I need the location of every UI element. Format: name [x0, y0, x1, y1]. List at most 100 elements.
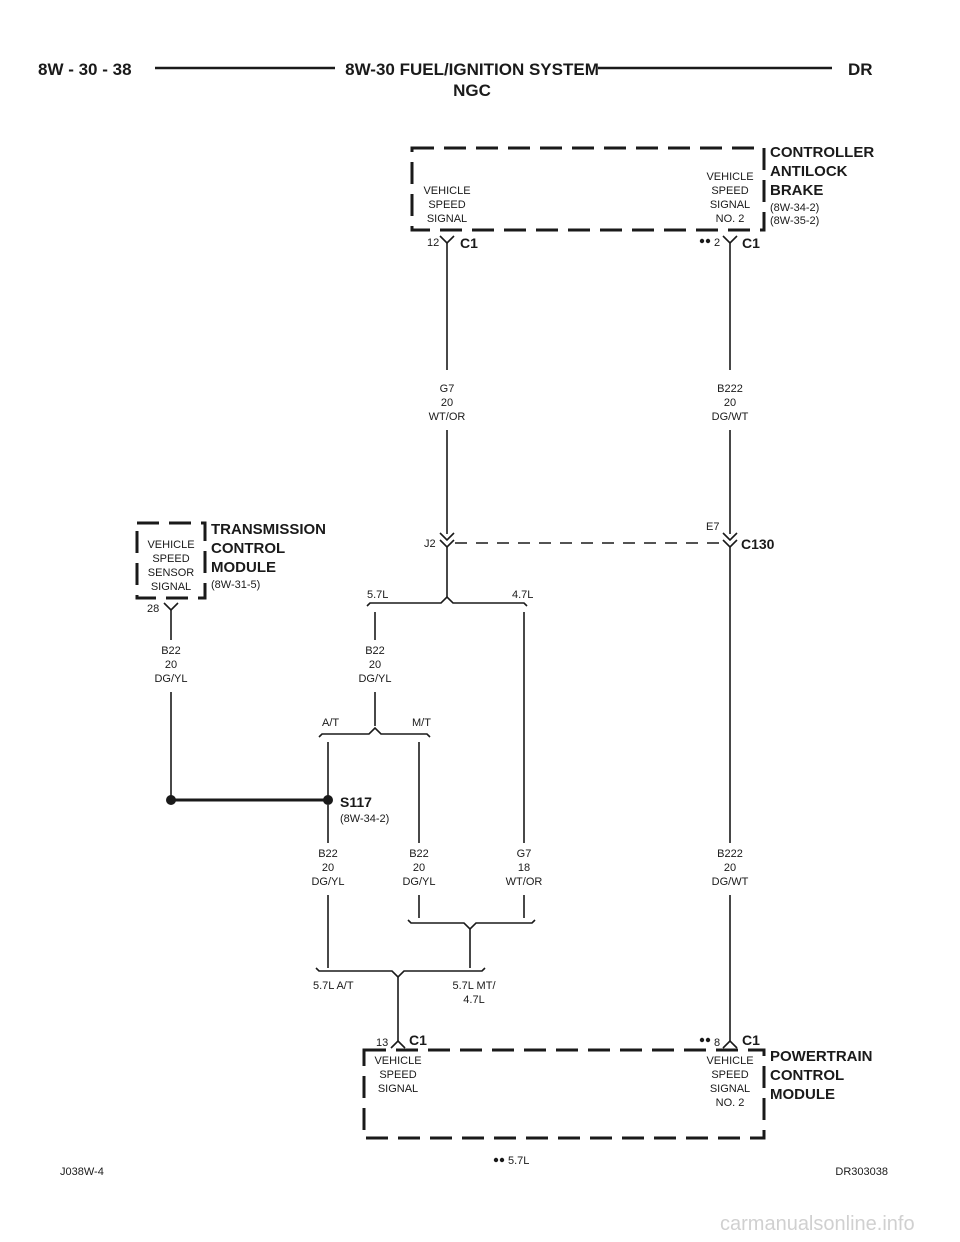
- pcm-pin-8: 8: [714, 1037, 720, 1049]
- merge-pcm: [315, 967, 486, 979]
- branch-transmission: [318, 726, 431, 738]
- svg-text:POWERTRAIN: POWERTRAIN: [770, 1048, 873, 1065]
- tcm-box: [135, 521, 207, 600]
- svg-text:SPEED: SPEED: [711, 185, 748, 197]
- svg-text:(8W-34-2): (8W-34-2): [770, 202, 819, 214]
- branch-5-7l-a-t: 5.7L A/T: [313, 980, 354, 992]
- splice-dot-icon: [323, 795, 333, 805]
- branch-4-7l: 4.7L: [512, 589, 533, 601]
- svg-text:DG/YL: DG/YL: [402, 876, 435, 888]
- svg-text:SPEED: SPEED: [379, 1069, 416, 1081]
- pcm-pin-13: 13: [376, 1037, 388, 1049]
- wire-b22-tcm-label: B22 20 DG/YL: [154, 645, 187, 685]
- svg-text:(8W-31-5): (8W-31-5): [211, 579, 260, 591]
- footer-center: 5.7L: [508, 1155, 529, 1167]
- double-dot-icon: [699, 238, 711, 244]
- abs-pin-right-label: VEHICLE SPEED SIGNAL NO. 2: [706, 171, 753, 225]
- svg-text:VEHICLE: VEHICLE: [706, 1055, 753, 1067]
- double-dot-icon: [493, 1157, 505, 1163]
- pcm-pin-left-label: VEHICLE SPEED SIGNAL: [374, 1055, 421, 1095]
- svg-text:MODULE: MODULE: [211, 559, 276, 576]
- abs-pin-12: 12: [427, 237, 439, 249]
- svg-text:G7: G7: [440, 383, 455, 395]
- pin-terminal-icon: [163, 602, 179, 612]
- svg-text:20: 20: [165, 659, 177, 671]
- svg-text:CONTROLLER: CONTROLLER: [770, 144, 874, 161]
- connector-terminal-icon: [439, 532, 455, 549]
- tcm-pin-label: VEHICLE SPEED SENSOR SIGNAL: [147, 539, 194, 593]
- connector-terminal-icon: [722, 532, 738, 549]
- svg-text:BRAKE: BRAKE: [770, 182, 823, 199]
- connector-c130-label: C130: [741, 536, 775, 552]
- svg-text:VEHICLE: VEHICLE: [147, 539, 194, 551]
- abs-pin-2: 2: [714, 237, 720, 249]
- svg-text:ANTILOCK: ANTILOCK: [770, 163, 848, 180]
- svg-text:DG/YL: DG/YL: [358, 673, 391, 685]
- svg-text:DG/WT: DG/WT: [712, 876, 749, 888]
- branch-m-t: M/T: [412, 717, 431, 729]
- svg-text:WT/OR: WT/OR: [506, 876, 543, 888]
- svg-text:SPEED: SPEED: [428, 199, 465, 211]
- svg-text:VEHICLE: VEHICLE: [374, 1055, 421, 1067]
- abs-pin-left-label: VEHICLE SPEED SIGNAL: [423, 185, 470, 225]
- footer-left: J038W-4: [60, 1166, 104, 1178]
- branch-4-7l-bottom: 4.7L: [463, 994, 484, 1006]
- branch-5-7l: 5.7L: [367, 589, 388, 601]
- pcm-box: [362, 1048, 766, 1140]
- svg-text:B22: B22: [409, 848, 429, 860]
- svg-text:SIGNAL: SIGNAL: [151, 581, 191, 593]
- footer-right: DR303038: [835, 1166, 888, 1178]
- svg-text:SPEED: SPEED: [711, 1069, 748, 1081]
- svg-text:MODULE: MODULE: [770, 1086, 835, 1103]
- svg-text:20: 20: [369, 659, 381, 671]
- branch-5-7l-mt: 5.7L MT/: [453, 980, 497, 992]
- svg-text:VEHICLE: VEHICLE: [706, 171, 753, 183]
- wire-b22-mt-label: B22 20 DG/YL: [402, 848, 435, 888]
- watermark: carmanualsonline.info: [720, 1213, 915, 1235]
- page-title: 8W-30 FUEL/IGNITION SYSTEM: [345, 60, 599, 79]
- abs-connector-c1-right: C1: [742, 235, 760, 251]
- svg-text:DG/WT: DG/WT: [712, 411, 749, 423]
- wire-g7-top-label: G7 20 WT/OR: [429, 383, 466, 423]
- tcm-name: TRANSMISSION CONTROL MODULE (8W-31-5): [211, 521, 326, 591]
- svg-text:18: 18: [518, 862, 530, 874]
- pin-terminal-icon: [722, 235, 738, 245]
- pcm-connector-c1-left: C1: [409, 1032, 427, 1048]
- wire-g7-4-7l-label: G7 18 WT/OR: [506, 848, 543, 888]
- double-dot-icon: [699, 1037, 711, 1043]
- wire-b22-s117-label: B22 20 DG/YL: [311, 848, 344, 888]
- pin-terminal-icon: [390, 1039, 406, 1049]
- pcm-connector-c1-right: C1: [742, 1032, 760, 1048]
- pcm-name: POWERTRAIN CONTROL MODULE: [770, 1048, 873, 1103]
- branch-a-t: A/T: [322, 717, 339, 729]
- c130-pin-j2: J2: [424, 538, 436, 550]
- tcm-pin-28: 28: [147, 603, 159, 615]
- svg-text:SIGNAL: SIGNAL: [427, 213, 467, 225]
- splice-dot-icon: [166, 795, 176, 805]
- page-subtitle: NGC: [453, 81, 491, 100]
- svg-text:WT/OR: WT/OR: [429, 411, 466, 423]
- svg-text:DG/YL: DG/YL: [154, 673, 187, 685]
- abs-module-box: [410, 146, 766, 232]
- svg-text:20: 20: [724, 397, 736, 409]
- svg-text:20: 20: [322, 862, 334, 874]
- wire-b222-top-label: B222 20 DG/WT: [712, 383, 749, 423]
- svg-text:G7: G7: [517, 848, 532, 860]
- splice-s117-label: S117: [340, 794, 372, 810]
- svg-text:20: 20: [724, 862, 736, 874]
- svg-text:20: 20: [441, 397, 453, 409]
- svg-text:B22: B22: [161, 645, 181, 657]
- pin-terminal-icon: [439, 235, 455, 245]
- svg-text:NO. 2: NO. 2: [716, 1097, 745, 1109]
- svg-text:(8W-35-2): (8W-35-2): [770, 215, 819, 227]
- svg-text:TRANSMISSION: TRANSMISSION: [211, 521, 326, 538]
- svg-text:CONTROL: CONTROL: [211, 540, 285, 557]
- splice-s117-ref: (8W-34-2): [340, 813, 389, 825]
- svg-text:VEHICLE: VEHICLE: [423, 185, 470, 197]
- wire-b222-bottom-label: B222 20 DG/WT: [712, 848, 749, 888]
- svg-text:SENSOR: SENSOR: [148, 567, 195, 579]
- wire-b22-mid-label: B22 20 DG/YL: [358, 645, 391, 685]
- svg-text:SPEED: SPEED: [152, 553, 189, 565]
- svg-text:DG/YL: DG/YL: [311, 876, 344, 888]
